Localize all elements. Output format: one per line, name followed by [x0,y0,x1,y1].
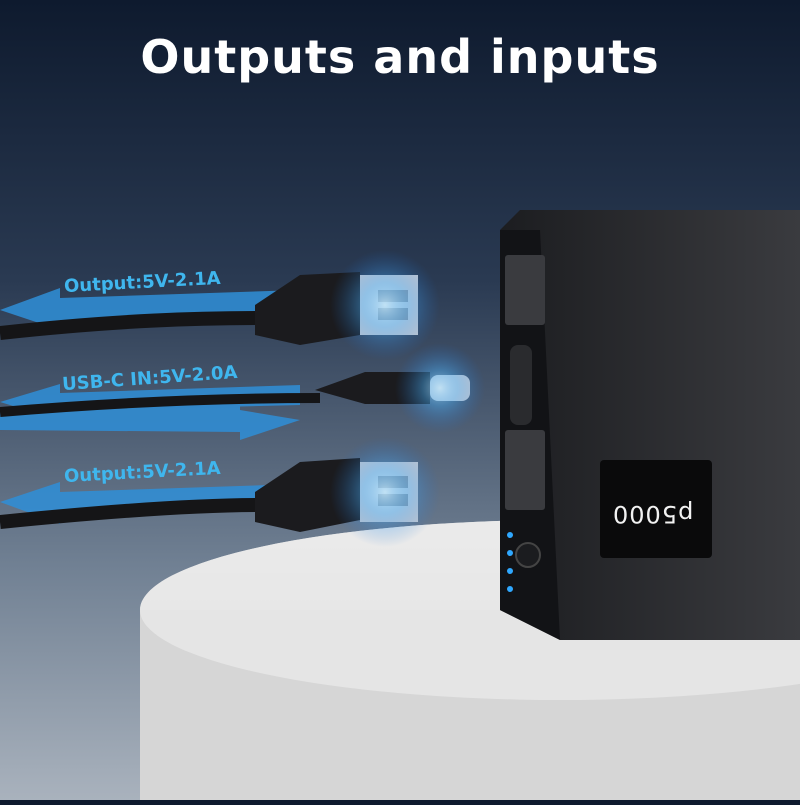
power-button [515,542,541,568]
led-3 [507,568,513,574]
power-bank [500,210,800,640]
cable-usbc [0,343,485,433]
usb-port-bottom [505,430,545,510]
page-title: Outputs and inputs [140,30,660,84]
cable-bottom [0,437,440,547]
usb-port-top [505,255,545,325]
cable-top [0,250,440,360]
led-1 [507,532,513,538]
arrow-usbc-in [0,402,300,440]
brand-logo: p5000 [612,500,694,528]
display-panel [600,460,712,558]
usbc-port [510,345,532,425]
led-2 [507,550,513,556]
led-4 [507,586,513,592]
